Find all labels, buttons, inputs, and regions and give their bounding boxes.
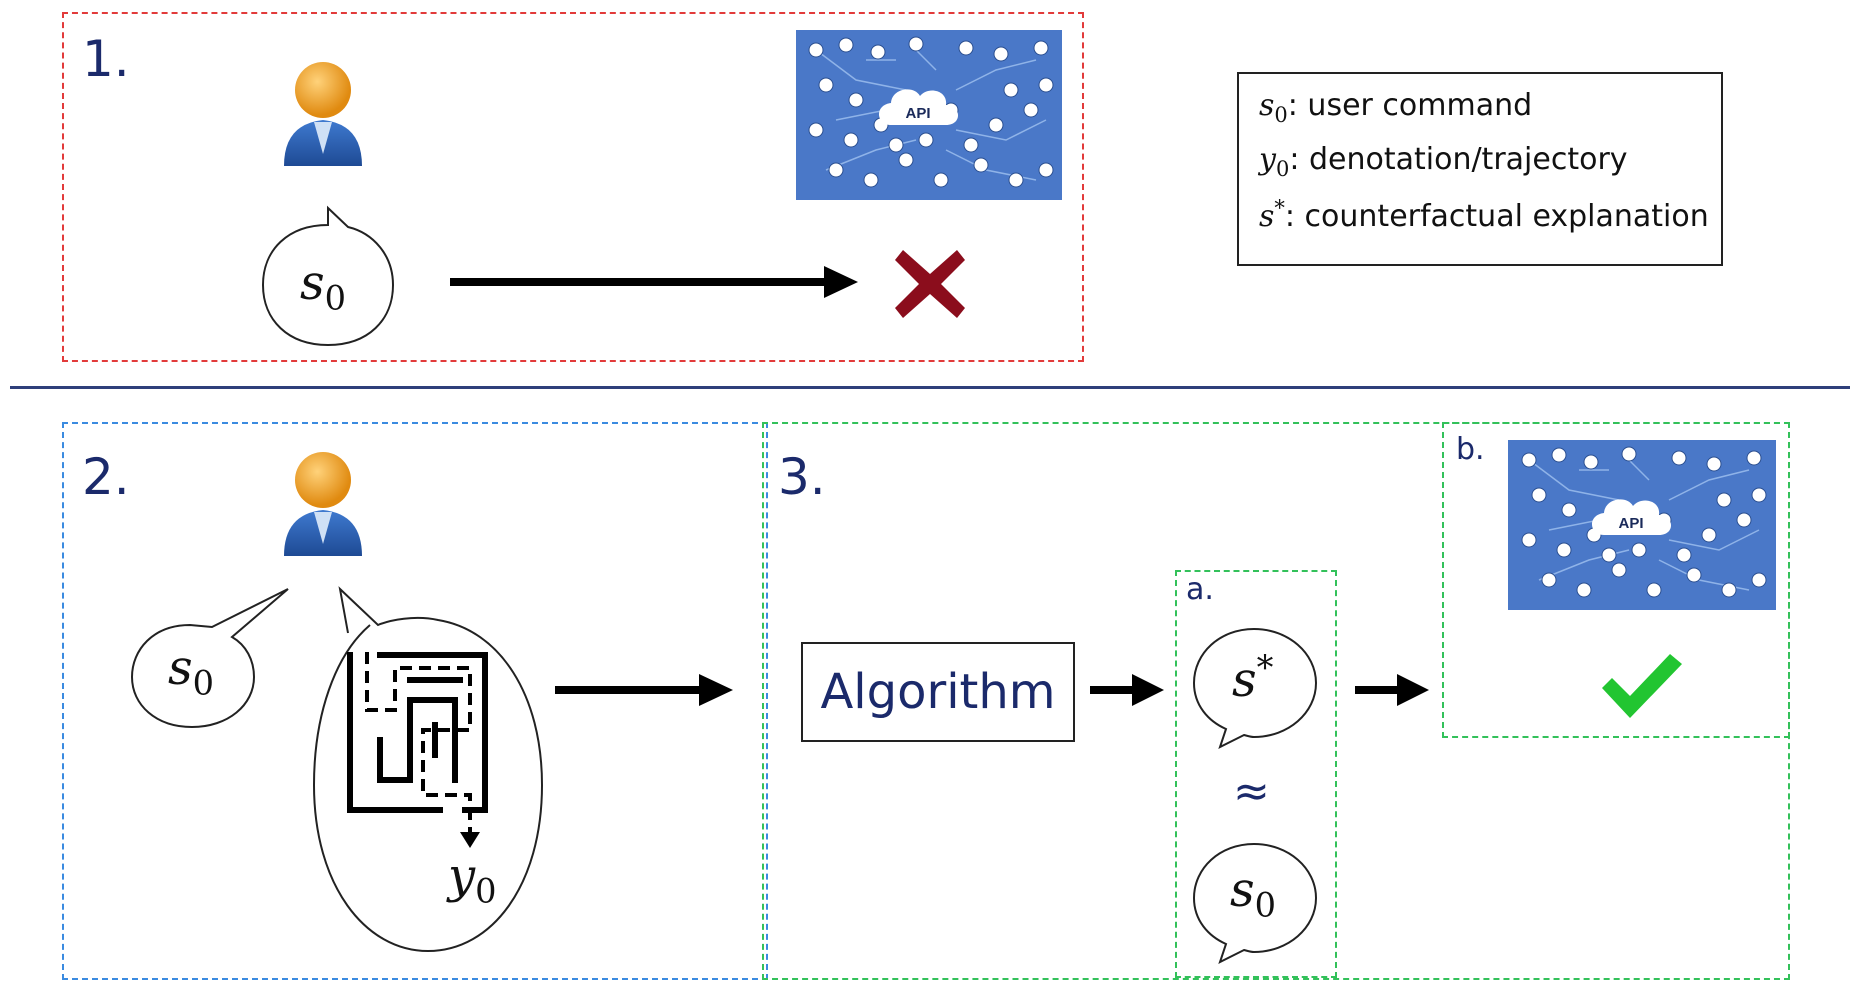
user-icon [284,62,362,166]
section-divider [10,386,1850,389]
subpanel-b-label: b. [1456,432,1485,467]
api-label: API [1618,515,1643,532]
y0-label: y0 [448,848,497,911]
api-network-image: API [1508,440,1776,610]
panel-1-number: 1. [82,30,130,88]
approx-symbol: ≈ [1233,766,1270,817]
s0-label: s0 [168,640,215,703]
legend-symbol: s* [1259,196,1285,234]
user-icon [284,452,362,556]
legend-text: : counterfactual explanation [1284,199,1709,234]
api-network-image: API [796,30,1062,200]
api-label: API [905,105,930,122]
s0-label: s0 [300,255,347,318]
subpanel-a [1175,570,1337,978]
legend-text: : denotation/trajectory [1289,142,1628,177]
algorithm-box: Algorithm [801,642,1075,742]
legend-symbol: s0 [1259,88,1288,127]
legend-symbol: y0 [1259,142,1290,181]
arrow [1090,674,1164,706]
arrow [1355,674,1429,706]
api-cloud-network-icon: API [1521,446,1767,598]
red-x-icon [895,250,965,318]
arrow [555,674,733,706]
subpanel-a-label: a. [1186,572,1214,607]
s0-label: s0 [1230,862,1277,925]
maze-trajectory-icon [347,652,488,848]
speech-bubble-s0 [130,588,289,729]
legend-box: s0: user command y0: denotation/trajecto… [1237,72,1723,266]
speech-bubble-sstar [1192,627,1318,749]
panel-1 [62,12,1084,362]
legend-row-y0: y0: denotation/trajectory [1259,142,1628,181]
green-checkmark-icon [1602,654,1682,718]
sstar-label: s* [1232,648,1274,708]
legend-text: : user command [1287,88,1533,123]
legend-row-s0: s0: user command [1259,88,1532,127]
api-cloud-network-icon: API [808,36,1054,188]
speech-bubble-s0 [261,205,395,347]
panel-2 [62,422,768,980]
panel-2-number: 2. [82,448,130,506]
legend-row-sstar: s*: counterfactual explanation [1259,196,1709,234]
panel-3-number: 3. [778,448,826,506]
subpanel-b [1442,422,1790,738]
speech-bubble-s0 [1192,842,1318,964]
arrow [450,266,858,298]
